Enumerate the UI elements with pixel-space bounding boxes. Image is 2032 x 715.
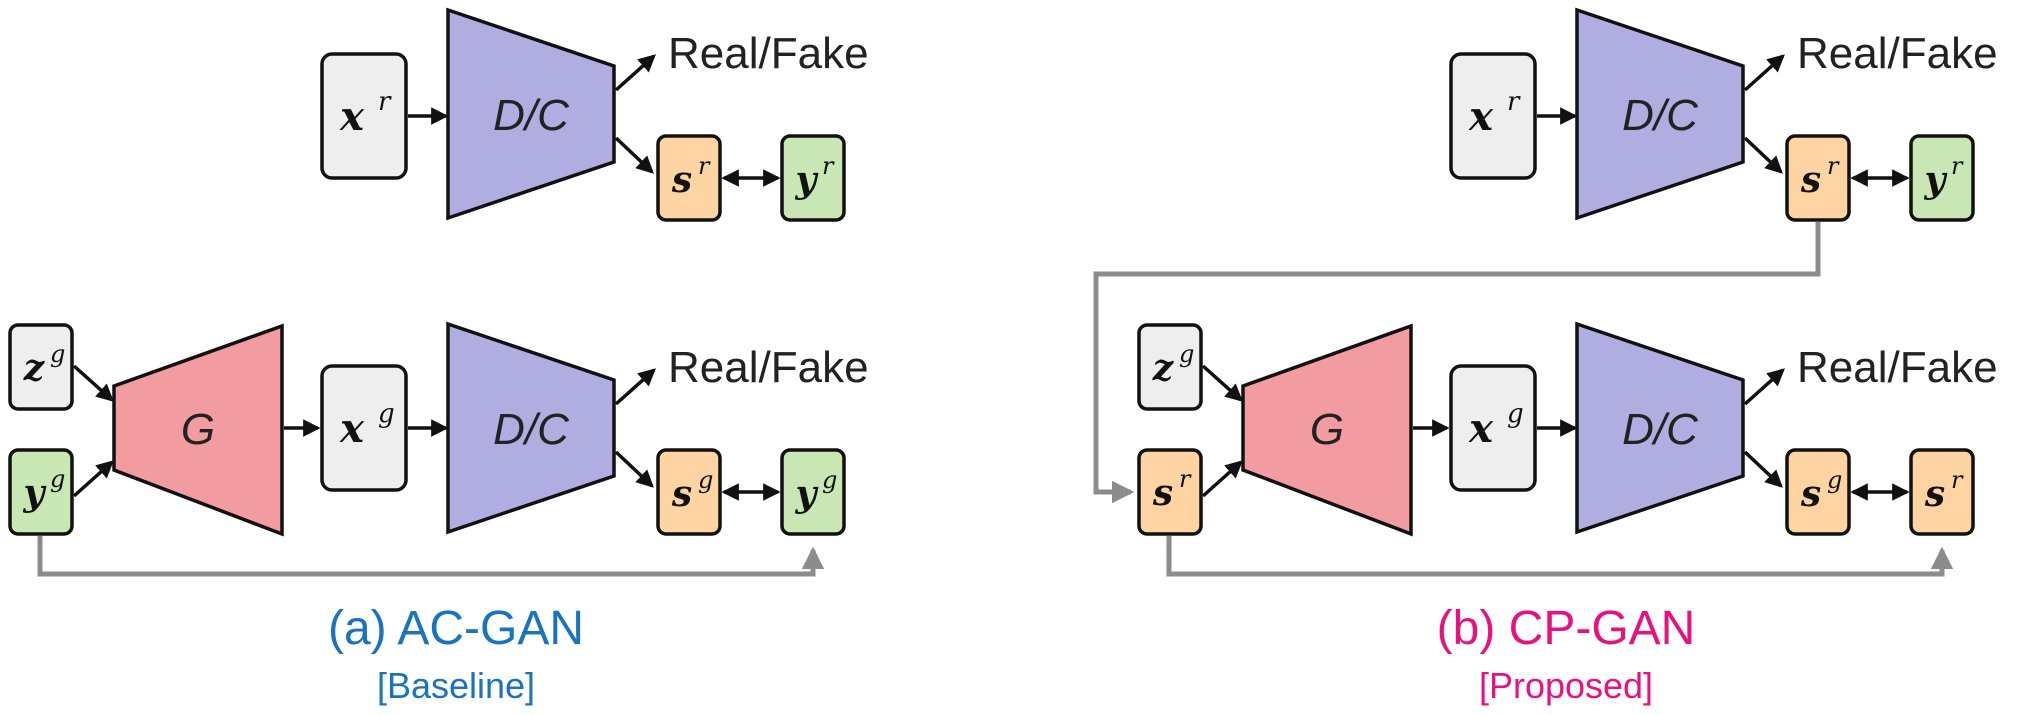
arrow-dc-to-score-b2 <box>1743 450 1783 488</box>
real-label-label: y <box>795 159 819 201</box>
arrow-dc-to-realfake-b2 <box>1743 368 1785 406</box>
arrow-dc-to-realfake <box>614 54 656 92</box>
real-score-sup: r <box>698 152 711 180</box>
generator-block <box>112 323 284 537</box>
generated-image-sup-b: g <box>1507 399 1524 429</box>
real-label-sup: r <box>822 152 835 180</box>
generated-image-box <box>320 364 408 492</box>
real-fake-output: Real/Fake <box>668 29 869 78</box>
arrow-dc-to-score-2 <box>614 450 654 488</box>
arrow-noise-to-g <box>72 364 114 402</box>
real-fake-output-b2: Real/Fake <box>1797 343 1998 392</box>
target-score-label-b: s <box>1924 473 1945 515</box>
real-label-box-b <box>1909 134 1975 222</box>
subcaption-a: [Baseline] <box>377 665 535 706</box>
discriminator-label-b: D/C <box>1622 91 1699 140</box>
discriminator-label-2: D/C <box>493 405 570 454</box>
discriminator-label: D/C <box>493 91 570 140</box>
panel-a-top-row: x r D/C Real/Fake s r y r <box>320 7 869 222</box>
real-label-sup-b: r <box>1951 152 1964 180</box>
noise-sup: g <box>50 340 65 368</box>
real-score-box <box>656 134 722 222</box>
arrow-noise-to-g-b <box>1201 364 1243 402</box>
generated-image-label-b: x <box>1468 405 1494 452</box>
real-score-sup-b: r <box>1827 152 1840 180</box>
gray-connector-cond-to-target <box>37 536 825 577</box>
caption-a: (a) AC-GAN <box>328 602 584 655</box>
condition-score-label-b: s <box>1152 472 1173 514</box>
noise-box <box>8 323 74 411</box>
discriminator-classifier-block-b2 <box>1575 321 1745 535</box>
gray-connector-real-score-to-generator-input <box>1093 222 1821 504</box>
discriminator-label-b2: D/C <box>1622 405 1699 454</box>
arrow-cond-to-g-b <box>1201 460 1243 498</box>
generated-score-label: s <box>671 473 692 515</box>
target-label-box <box>780 448 846 536</box>
noise-label-b: z <box>1152 347 1175 389</box>
real-score-label-b: s <box>1800 159 1821 201</box>
real-image-box-b <box>1449 52 1537 180</box>
gray-connector-cond-to-target-b <box>1166 536 1954 577</box>
generator-label: G <box>181 405 215 454</box>
generated-image-box-b <box>1449 364 1537 492</box>
caption-b: (b) CP-GAN <box>1437 602 1696 655</box>
real-label-box <box>780 134 846 222</box>
generator-label-b: G <box>1310 405 1344 454</box>
real-fake-output-2: Real/Fake <box>668 343 869 392</box>
generated-image-sup: g <box>378 399 395 429</box>
panel-b-top-row: x r D/C Real/Fake s r y r <box>1093 7 1998 504</box>
generated-score-box <box>656 448 722 536</box>
arrow-dc-to-realfake-b <box>1743 54 1785 92</box>
real-image-label-b: x <box>1468 93 1494 140</box>
arrow-dc-to-score <box>614 136 654 174</box>
generated-score-sup: g <box>698 466 713 494</box>
target-score-sup-b: r <box>1951 466 1964 494</box>
real-fake-output-b: Real/Fake <box>1797 29 1998 78</box>
real-score-box-b <box>1785 134 1851 222</box>
panel-b: x r D/C Real/Fake s r y r z g s r <box>1093 7 1998 706</box>
subcaption-b: [Proposed] <box>1479 665 1653 706</box>
panel-b-bottom-row: z g s r G x g D/C Real/Fake s g s <box>1137 321 1998 577</box>
noise-box-b <box>1137 323 1203 411</box>
panel-a-bottom-row: z g y g G x g D/C Real/Fake s g y <box>8 321 869 577</box>
discriminator-classifier-block <box>446 7 616 221</box>
real-score-label: s <box>671 159 692 201</box>
real-image-box <box>320 52 408 180</box>
condition-score-box-b <box>1137 448 1203 536</box>
discriminator-classifier-block-b <box>1575 7 1745 221</box>
noise-label: z <box>23 347 46 389</box>
generated-score-label-b: s <box>1800 473 1821 515</box>
condition-score-sup-b: r <box>1179 465 1192 493</box>
generated-score-sup-b: g <box>1827 466 1842 494</box>
real-image-sup-b: r <box>1507 87 1521 117</box>
real-label-label-b: y <box>1924 159 1948 201</box>
noise-sup-b: g <box>1179 340 1194 368</box>
generated-score-box-b <box>1785 448 1851 536</box>
arrow-cond-to-g <box>72 460 114 498</box>
generator-block-b <box>1241 323 1413 537</box>
real-image-sup: r <box>378 87 392 117</box>
condition-label-box <box>8 448 74 536</box>
target-label-sup: g <box>822 466 837 494</box>
panel-a: x r D/C Real/Fake s r y r z g y g <box>8 7 869 706</box>
target-score-box-b <box>1909 448 1975 536</box>
real-image-label: x <box>339 93 365 140</box>
discriminator-classifier-block-2 <box>446 321 616 535</box>
arrow-dc-to-realfake-2 <box>614 368 656 406</box>
condition-label-label: y <box>23 472 47 514</box>
target-label-label: y <box>795 473 819 515</box>
condition-label-sup: g <box>50 465 65 493</box>
generated-image-label: x <box>339 405 365 452</box>
arrow-dc-to-score-b <box>1743 136 1783 174</box>
